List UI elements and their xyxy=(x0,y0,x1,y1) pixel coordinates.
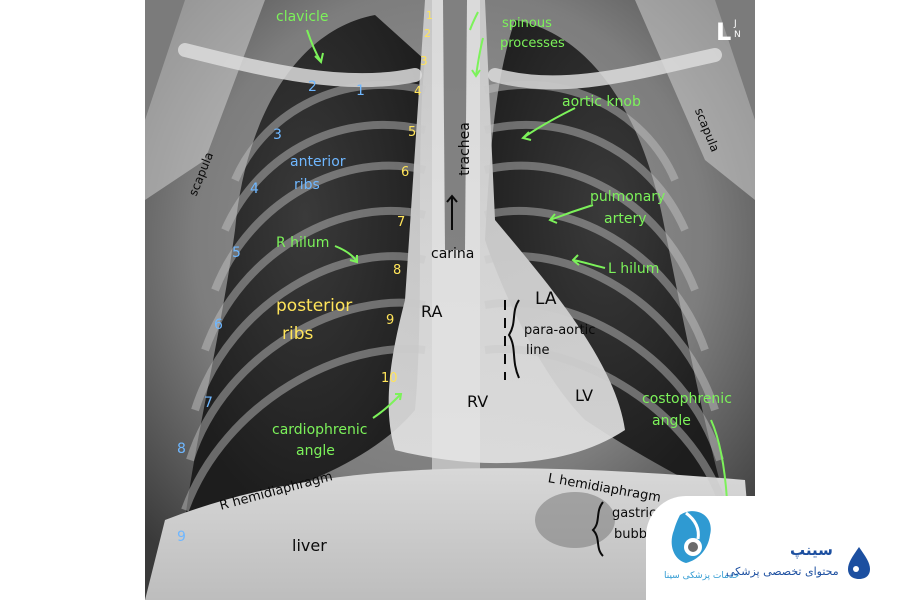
label-spinous-1: spinous xyxy=(502,16,552,31)
label-clavicle: clavicle xyxy=(276,9,329,25)
vertebra-number: 9 xyxy=(386,313,395,328)
label-anterior-2: ribs xyxy=(294,177,320,193)
label-aortic-knob: aortic knob xyxy=(562,94,641,110)
label-carina: carina xyxy=(431,246,475,262)
label-para-aortic-1: para-aortic xyxy=(524,323,596,338)
vertebra-number: 10 xyxy=(381,371,398,386)
label-gastric-1: gastric xyxy=(612,506,657,521)
vertebra-number: 5 xyxy=(408,125,417,140)
anterior-rib-number: 4 xyxy=(250,181,259,197)
chest-xray xyxy=(145,0,755,600)
label-costophrenic-1: costophrenic xyxy=(642,391,732,407)
label-r-hilum: R hilum xyxy=(276,235,330,251)
vertebra-number: 6 xyxy=(401,165,410,180)
vertebra-number: 7 xyxy=(397,215,406,230)
xray-graphic xyxy=(145,0,755,600)
label-spinous-2: processes xyxy=(500,36,565,51)
anterior-rib-number: 9 xyxy=(177,529,186,545)
label-anterior-1: anterior xyxy=(290,154,346,170)
brand-logo-icon xyxy=(671,511,711,563)
brand-subtitle: محتوای تخصصی پزشکی xyxy=(726,565,839,578)
label-ra: RA xyxy=(421,302,443,321)
anterior-rib-number: 5 xyxy=(232,245,241,261)
anterior-rib-number: 2 xyxy=(308,79,317,95)
anterior-rib-number: 1 xyxy=(356,83,365,99)
corner-marker-letter: L xyxy=(716,18,732,46)
drop-icon xyxy=(848,547,870,579)
vertebra-number: 4 xyxy=(414,84,422,98)
corner-marker-sub-2: N xyxy=(734,30,741,40)
vertebra-number: 1 xyxy=(426,9,433,22)
green-arrow-group xyxy=(306,11,728,501)
anterior-rib-number: 3 xyxy=(273,127,282,143)
label-trachea: trachea xyxy=(456,122,473,176)
label-rv: RV xyxy=(467,392,489,411)
anterior-rib-number: 7 xyxy=(204,395,213,411)
label-costophrenic-2: angle xyxy=(652,413,691,429)
corner-marker-sub-1: J xyxy=(734,19,737,29)
label-l-hilum: L hilum xyxy=(608,261,660,277)
anterior-rib-number: 6 xyxy=(214,317,223,333)
label-la: LA xyxy=(535,289,557,309)
label-pulmonary-1: pulmonary xyxy=(590,189,666,205)
brand-caption: خدمات پزشکی سینا xyxy=(664,571,740,581)
vertebra-number: 3 xyxy=(420,54,428,68)
vertebra-number: 2 xyxy=(424,27,431,40)
anterior-rib-number: 8 xyxy=(177,441,186,457)
label-liver: liver xyxy=(292,536,327,555)
label-para-aortic-2: line xyxy=(526,343,550,358)
label-pulmonary-2: artery xyxy=(604,211,647,227)
vertebra-number: 8 xyxy=(393,263,402,278)
label-cardiophrenic-2: angle xyxy=(296,443,335,459)
label-cardiophrenic-1: cardiophrenic xyxy=(272,422,368,438)
label-lv: LV xyxy=(575,386,594,405)
label-posterior-1: posterior xyxy=(276,296,353,316)
label-posterior-2: ribs xyxy=(282,324,314,344)
black-mark-group xyxy=(446,194,604,557)
brand-name: سینپ xyxy=(790,541,833,559)
